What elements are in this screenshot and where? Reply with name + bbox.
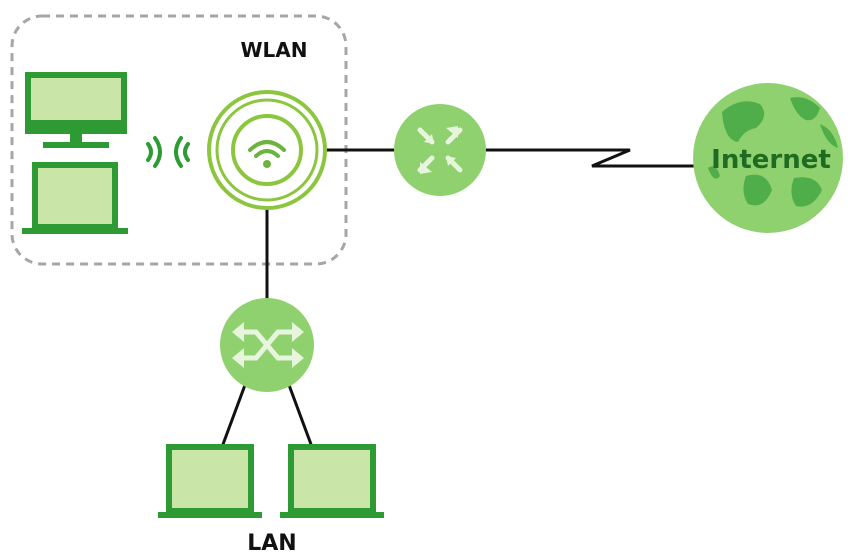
internet-label: Internet <box>711 145 831 175</box>
lan-label: LAN <box>247 531 296 556</box>
router-icon <box>394 104 486 196</box>
connections <box>220 148 700 448</box>
laptop-icon <box>280 444 384 518</box>
wifi-access-point-icon <box>207 90 327 210</box>
laptop-icon <box>22 162 128 234</box>
switch-to-lan-pc2-link <box>287 384 314 448</box>
wlan-zone-border <box>10 14 348 266</box>
desktop-monitor-icon <box>25 72 127 148</box>
wireless-signal-icon <box>146 136 190 168</box>
laptop-icon <box>158 444 262 518</box>
wlan-label: WLAN <box>240 38 307 62</box>
globe-icon <box>693 83 843 233</box>
switch-to-lan-pc1-link <box>220 384 247 448</box>
switch-icon <box>220 298 314 392</box>
router-to-internet-wan-link <box>485 148 700 168</box>
